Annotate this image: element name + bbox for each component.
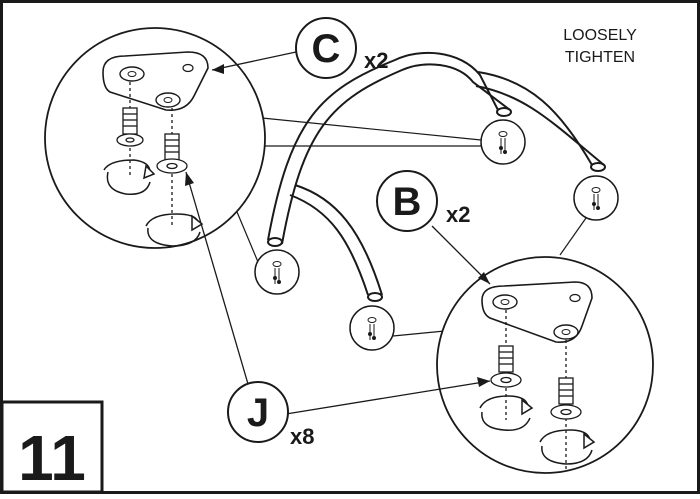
plate-c-hole-1: [119, 66, 145, 82]
rotate-arrow-b-1: [479, 395, 534, 431]
back-tube-right-end: [496, 107, 512, 117]
part-b-qty: x2: [446, 202, 470, 227]
mini-bolt-top: [498, 131, 508, 154]
leader-c: [211, 51, 297, 71]
part-c-qty: x2: [364, 48, 388, 73]
leader-c-arrowhead: [212, 64, 224, 74]
part-b-letter: B: [393, 180, 422, 224]
mini-bolt-middle: [367, 317, 377, 340]
bolt-b-1: [490, 310, 522, 420]
plate-b-hole-2: [553, 324, 579, 340]
instruction-line-2: TIGHTEN: [565, 49, 635, 66]
frame-tubes: [267, 51, 606, 302]
mini-bolt-left: [272, 261, 282, 284]
leader-j-to-c: [185, 171, 249, 385]
small-detail-bolts: [272, 131, 601, 340]
callout-line-left-top: [261, 117, 482, 141]
rotate-arrow-c-2: [145, 213, 204, 247]
front-tube-left-end: [367, 292, 383, 302]
bolt-c-1: [116, 82, 144, 178]
cross-tube-lower-edge: [475, 85, 605, 166]
cross-tube-right-end: [590, 162, 606, 172]
leader-j-to-b: [285, 380, 491, 415]
leader-j-to-c-arrowhead: [185, 172, 194, 186]
zoom-circle-left: [44, 27, 482, 263]
callout-line-right-up: [559, 217, 587, 256]
instruction-line-1: LOOSELY: [563, 27, 637, 44]
zoom-circle-left-outline: [44, 27, 266, 249]
plate-b-small-hole: [569, 293, 581, 303]
part-c-letter: C: [312, 27, 341, 71]
leader-b: [431, 225, 491, 285]
bolt-b-2: [550, 340, 582, 470]
step-number: 11: [18, 422, 86, 494]
front-tube-upper-edge: [289, 194, 369, 296]
detail-circle-right: [573, 175, 619, 221]
rotate-arrow-b-2: [539, 429, 596, 465]
mini-bolt-right: [591, 187, 601, 210]
zoom-circle-right: [392, 217, 654, 474]
detail-circle-top: [480, 119, 526, 165]
step-number-box: [0, 400, 104, 494]
back-tube-lower-edge: [281, 63, 511, 245]
detail-circle-left: [254, 249, 300, 295]
part-j-qty: x8: [290, 424, 314, 449]
bolt-c-2: [156, 108, 188, 225]
back-tube-upper-edge: [267, 51, 499, 241]
part-j-letter: J: [247, 391, 269, 435]
detail-circle-middle: [349, 305, 395, 351]
leader-j-to-b-arrowhead: [477, 377, 490, 387]
back-tube-left-end: [267, 237, 283, 247]
plate-c-small-hole: [182, 63, 194, 73]
small-detail-circles: [254, 119, 619, 351]
part-b-badge: [376, 170, 438, 232]
part-c-badge: [295, 17, 357, 79]
plate-b-hole-1: [492, 294, 518, 310]
plate-c-hole-2: [155, 92, 181, 108]
rotate-arrow-c-1: [103, 159, 156, 195]
part-j-badge: [227, 381, 289, 443]
leader-b-arrowhead: [478, 272, 490, 284]
front-tube-lower-edge: [294, 184, 383, 296]
